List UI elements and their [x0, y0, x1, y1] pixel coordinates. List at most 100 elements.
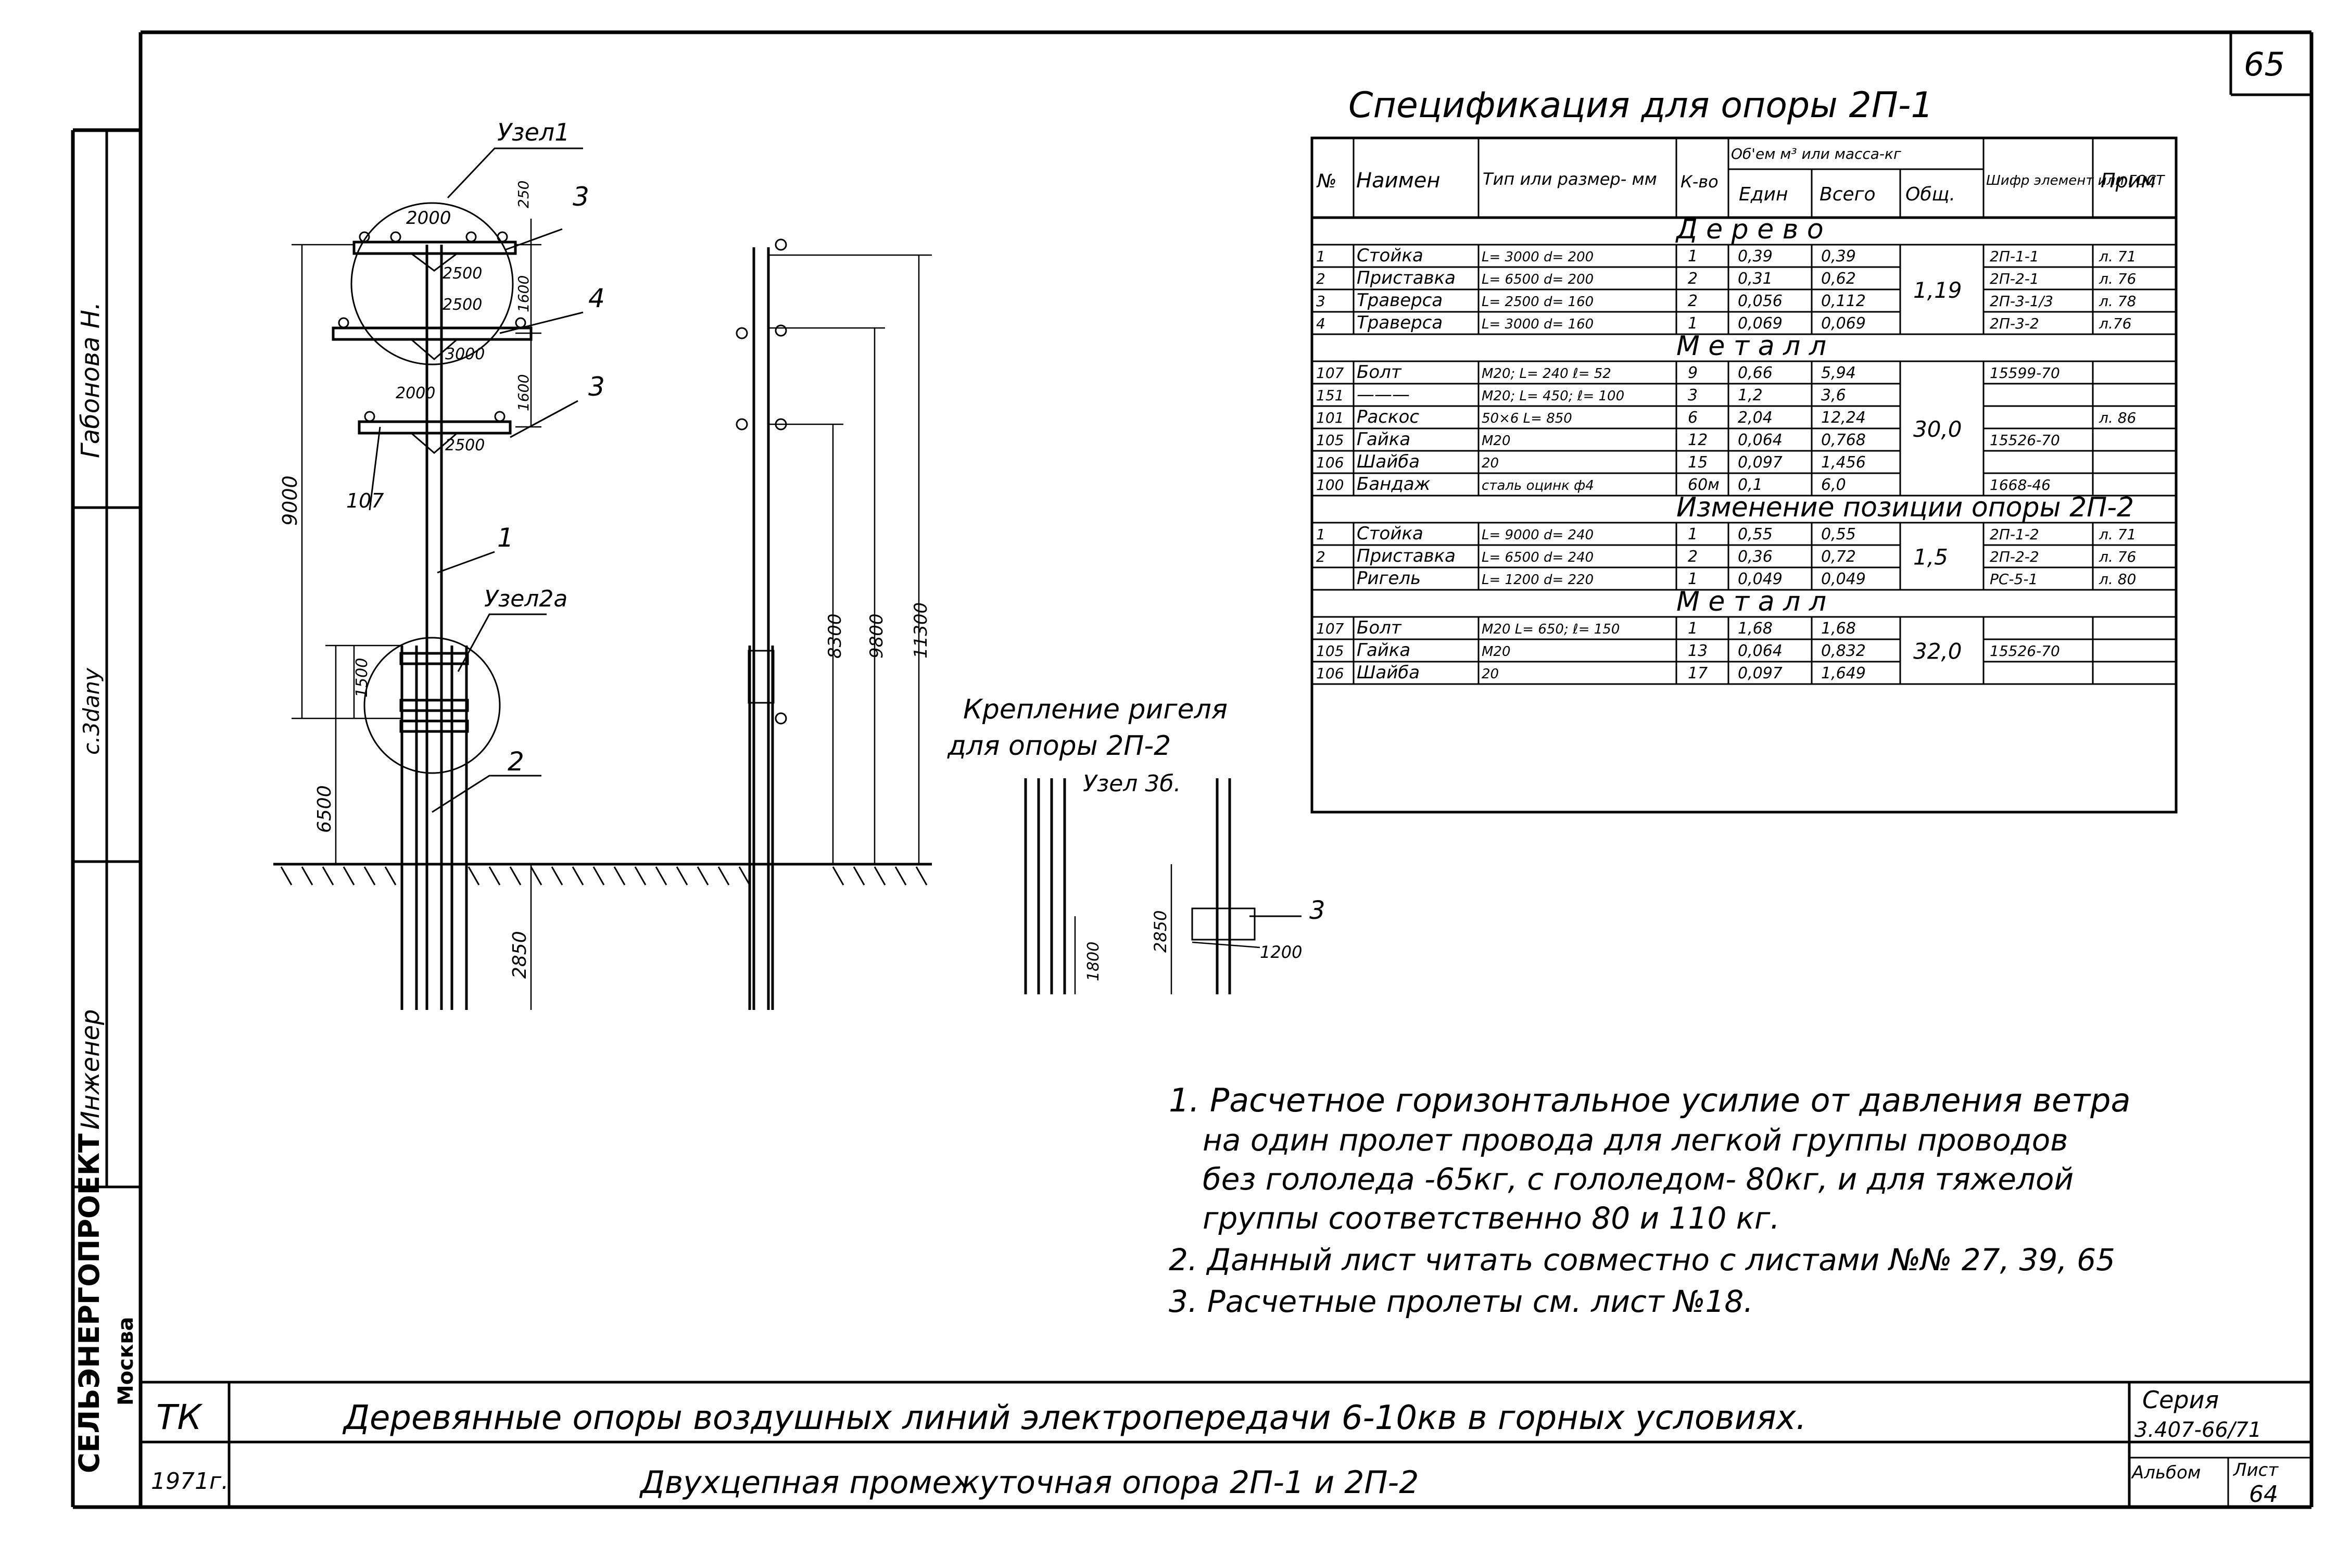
- spec-cell-type: 50×6 L= 850: [1482, 411, 1572, 426]
- pos-label-4: 4: [588, 283, 605, 313]
- sheet-frame: [71, 30, 2314, 1509]
- node3b-label: Узел 3б.: [1083, 770, 1181, 797]
- front-view-pole: [273, 147, 932, 1010]
- spec-cell-note: л. 71: [2099, 248, 2136, 265]
- dim-2850: 2850: [509, 931, 530, 979]
- spec-header: № Наимен Тип или размер- мм К-во Об'ем м…: [1316, 145, 2165, 205]
- spec-header-num: №: [1316, 171, 1336, 192]
- spec-cell-note: л.76: [2099, 315, 2131, 332]
- spec-cell-unit: 1,68: [1738, 619, 1773, 638]
- spec-cell-note: л. 80: [2099, 571, 2136, 588]
- spec-section-title: Д е р е в о: [1675, 214, 1824, 245]
- spec-cell-cipher: 15526-70: [1990, 432, 2060, 449]
- spec-cell-unit: 0,049: [1738, 570, 1783, 588]
- spec-cell-name: Стойка: [1357, 245, 1423, 266]
- spec-header-volume: Об'ем м³ или масса-кг: [1731, 145, 1901, 162]
- spec-cell-total: 0,112: [1821, 292, 1866, 310]
- spec-cell-unit: 0,1: [1738, 476, 1763, 494]
- note-line-3: без гололеда -65кг, с гололедом- 80кг, и…: [1203, 1161, 2074, 1197]
- spec-cell-qty: 2: [1688, 292, 1698, 310]
- spec-cell-type: L= 2500 d= 160: [1482, 294, 1594, 310]
- node2a-label: Узел2а: [484, 586, 567, 612]
- spec-section-title: М е т а л л: [1676, 586, 1826, 617]
- tb-album-label: Альбом: [2131, 1462, 2201, 1483]
- spec-cell-unit: 0,064: [1738, 431, 1783, 449]
- spec-header-sum: Общ.: [1905, 184, 1955, 205]
- spec-cell-total: 0,62: [1821, 270, 1856, 288]
- spec-header-unit: Един: [1739, 184, 1788, 205]
- detail-dim-1800: 1800: [1084, 942, 1103, 981]
- spec-cell-num: 4: [1316, 315, 1325, 332]
- spec-cell-unit: 0,66: [1738, 364, 1773, 382]
- note-line-1: 1. Расчетное горизонтальное усилие от да…: [1169, 1081, 2131, 1119]
- spec-cell-note: л. 76: [2099, 548, 2136, 565]
- dim-3000: 3000: [445, 345, 485, 363]
- spec-cell-unit: 0,064: [1738, 642, 1783, 660]
- spec-cell-num: 151: [1316, 387, 1344, 404]
- spec-cell-cipher: 15526-70: [1990, 642, 2060, 660]
- spec-cell-type: 20: [1482, 456, 1499, 471]
- riegel-caption-1: Крепление ригеля: [963, 694, 1228, 725]
- spec-cell-unit: 0,39: [1738, 247, 1773, 265]
- spec-cell-num: 1: [1316, 248, 1325, 265]
- spec-section-total: 1,19: [1913, 277, 1962, 303]
- pos-label-1: 1: [497, 523, 514, 553]
- riegel-detail: [1024, 778, 1302, 994]
- spec-cell-qty: 1: [1688, 314, 1698, 333]
- spec-header-name: Наимен: [1356, 169, 1441, 193]
- side-dim-8300: 8300: [825, 613, 845, 659]
- spec-header-note: Прим: [2101, 169, 2156, 192]
- spec-cell-name: Траверса: [1357, 312, 1443, 333]
- spec-section-total: 1,5: [1913, 545, 1948, 570]
- tb-sub-title: Двухцепная промежуточная опора 2П-1 и 2П…: [639, 1464, 1419, 1501]
- spec-cell-unit: 0,056: [1738, 292, 1783, 310]
- dim-1600-b: 1600: [515, 374, 532, 411]
- spec-cell-type: L= 6500 d= 200: [1482, 272, 1594, 287]
- spec-cell-qty: 2: [1688, 270, 1698, 288]
- spec-cell-type: М20: [1482, 433, 1511, 449]
- detail-dim-2850: 2850: [1151, 911, 1170, 953]
- spec-section-title: М е т а л л: [1676, 331, 1826, 362]
- spec-cell-total: 6,0: [1821, 476, 1846, 494]
- title-block: [141, 1381, 2311, 1507]
- spec-cell-name: Бандаж: [1357, 474, 1431, 495]
- note-line-5: 2. Данный лист читать совместно с листам…: [1169, 1242, 2115, 1278]
- dim-1500: 1500: [353, 658, 371, 698]
- spec-cell-type: L= 6500 d= 240: [1482, 550, 1594, 565]
- spec-header-qty: К-во: [1681, 172, 1719, 192]
- spec-cell-total: 1,68: [1821, 619, 1856, 638]
- spec-cell-cipher: 15599-70: [1990, 364, 2060, 382]
- note-line-6: 3. Расчетные пролеты см. лист №18.: [1169, 1284, 1753, 1319]
- spec-cell-num: 2: [1316, 548, 1325, 565]
- spec-cell-name: Приставка: [1357, 268, 1456, 288]
- spec-cell-qty: 6: [1688, 409, 1698, 427]
- spec-cell-total: 0,39: [1821, 247, 1856, 265]
- dim-2500-c: 2500: [445, 436, 485, 454]
- spec-table-grid: [1310, 136, 2178, 814]
- spec-cell-num: 101: [1316, 409, 1344, 426]
- spec-cell-num: 100: [1316, 476, 1344, 494]
- spec-cell-type: L= 1200 d= 220: [1482, 572, 1594, 588]
- spec-cell-qty: 12: [1688, 431, 1708, 449]
- spec-cell-type: М20; L= 240 ℓ= 52: [1482, 366, 1611, 382]
- tb-sheet-value: 64: [2249, 1481, 2278, 1508]
- spec-cell-cipher: 2П-3-1/3: [1990, 293, 2053, 310]
- stamp-name: Габонова Н.: [76, 302, 105, 458]
- spec-cell-type: сталь оцинк ф4: [1482, 478, 1594, 494]
- spec-cell-total: 5,94: [1821, 364, 1856, 382]
- spec-cell-qty: 60м: [1688, 476, 1720, 494]
- spec-cell-name: Болт: [1357, 617, 1402, 638]
- spec-cell-num: 1: [1316, 526, 1325, 543]
- detail-dim-1200: 1200: [1260, 942, 1302, 962]
- spec-cell-type: L= 3000 d= 160: [1482, 317, 1594, 332]
- spec-cell-qty: 9: [1688, 364, 1698, 382]
- pos-label-2: 2: [508, 747, 524, 777]
- spec-cell-qty: 17: [1688, 664, 1708, 682]
- spec-cell-note: л. 76: [2099, 270, 2136, 287]
- riegel-caption-2: для опоры 2П-2: [947, 730, 1171, 762]
- tb-main-title: Деревянные опоры воздушных линий электро…: [342, 1399, 1806, 1437]
- spec-header-cipher: Шифр элемент или ГОСТ: [1986, 173, 2165, 188]
- spec-cell-qty: 3: [1688, 386, 1698, 404]
